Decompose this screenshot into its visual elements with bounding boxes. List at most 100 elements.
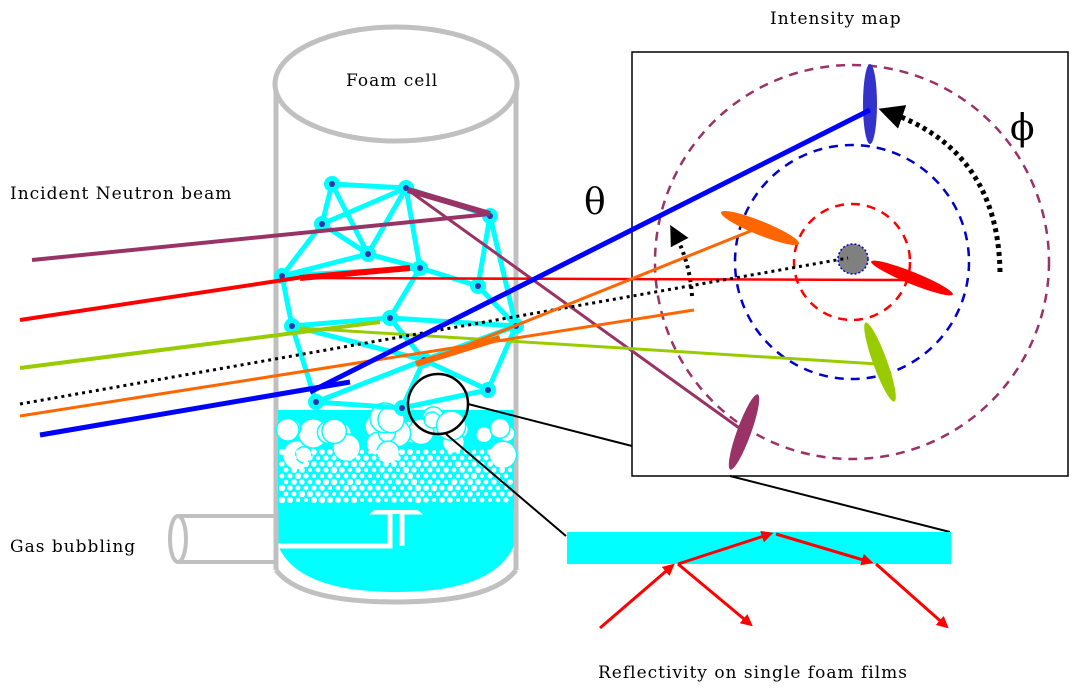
small-bubble [391,449,397,455]
small-bubble [406,448,414,456]
beam-red-scattered [299,276,909,282]
ring-inner [792,202,912,322]
small-bubble [375,497,381,503]
small-bubble [411,467,417,473]
small-bubble [363,491,369,497]
foam-film-edge [403,187,423,269]
small-bubble [322,478,330,486]
small-bubble [495,497,501,503]
small-bubble [439,449,445,455]
small-bubble [347,491,353,497]
small-bubble [295,461,301,467]
small-bubble [447,497,453,503]
small-bubble [447,449,453,455]
reflectivity-label: Reflectivity on single foam films [598,663,908,683]
foam-bubble [488,440,518,470]
small-bubble [407,497,413,503]
small-bubble [491,455,497,461]
small-bubble [383,449,389,455]
small-bubble [406,472,414,480]
bubble-layer [275,402,518,510]
small-bubble [423,461,429,467]
foam-film-edge [476,284,518,328]
zoom-line-bottom [445,433,567,537]
small-bubble [367,461,373,467]
small-bubble [299,479,305,485]
small-bubble [335,473,341,479]
small-bubble [475,479,481,485]
small-bubble [346,478,354,486]
small-bubble [487,449,493,455]
node-core [475,283,481,289]
foam-film-edge [321,185,407,227]
small-bubble [302,460,310,468]
small-bubble [383,485,389,491]
small-bubble [279,473,285,479]
small-bubble [407,485,413,491]
small-bubble [387,467,393,473]
small-bubble [315,455,321,461]
incident-beam-label: Incident Neutron beam [10,184,232,204]
small-bubble [455,497,461,503]
small-bubble [355,479,361,485]
small-bubble [283,455,289,461]
small-bubble [455,449,461,455]
small-bubble [339,491,345,497]
small-bubble [278,484,286,492]
beam-red-film [299,265,411,281]
small-bubble [311,485,317,491]
small-bubble [379,467,385,473]
small-bubble [295,497,301,503]
small-bubble [359,449,365,455]
foam-film-edge [419,265,479,289]
small-bubble [343,473,349,479]
small-bubble [291,455,297,461]
small-bubble [359,497,365,503]
foam-film-edge [367,251,421,271]
gas-bubbling-label: Gas bubbling [10,537,136,557]
small-bubble [371,491,377,497]
small-bubble [407,461,413,467]
small-bubble [351,485,357,491]
small-bubble [363,479,369,485]
node-core [387,315,393,321]
small-bubble [435,491,441,497]
small-bubble [367,473,373,479]
small-bubble [463,497,469,503]
small-bubble [474,466,482,474]
small-bubble [467,467,473,473]
foam-film-edge [399,358,427,410]
small-bubble [483,479,489,485]
ring-outer [653,63,1051,461]
small-bubble [415,449,421,455]
small-bubble [391,473,397,479]
small-bubble [287,461,293,467]
small-bubble [403,491,409,497]
small-bubble [463,473,469,479]
small-bubble [395,467,401,473]
foam-bubble [294,445,313,464]
small-bubble [335,485,341,491]
small-bubble [435,479,441,485]
phi-symbol: ϕ [1010,108,1035,149]
small-bubble [495,485,501,491]
liquid-pool [276,488,516,592]
small-bubble [475,491,481,497]
neutron-beams [19,107,909,438]
small-bubble [487,497,493,503]
small-bubble [471,461,477,467]
foam-film-edge [422,357,490,393]
small-bubble [399,485,405,491]
small-bubble [439,473,445,479]
small-bubble [419,491,425,497]
cell-top [272,24,520,144]
small-bubble [315,467,321,473]
small-bubble [435,467,441,473]
small-bubble [463,461,469,467]
small-bubble [423,473,429,479]
small-bubble [507,467,513,473]
small-bubble [279,461,285,467]
small-bubble [414,484,422,492]
small-bubble [506,454,514,462]
small-bubble [414,460,422,468]
